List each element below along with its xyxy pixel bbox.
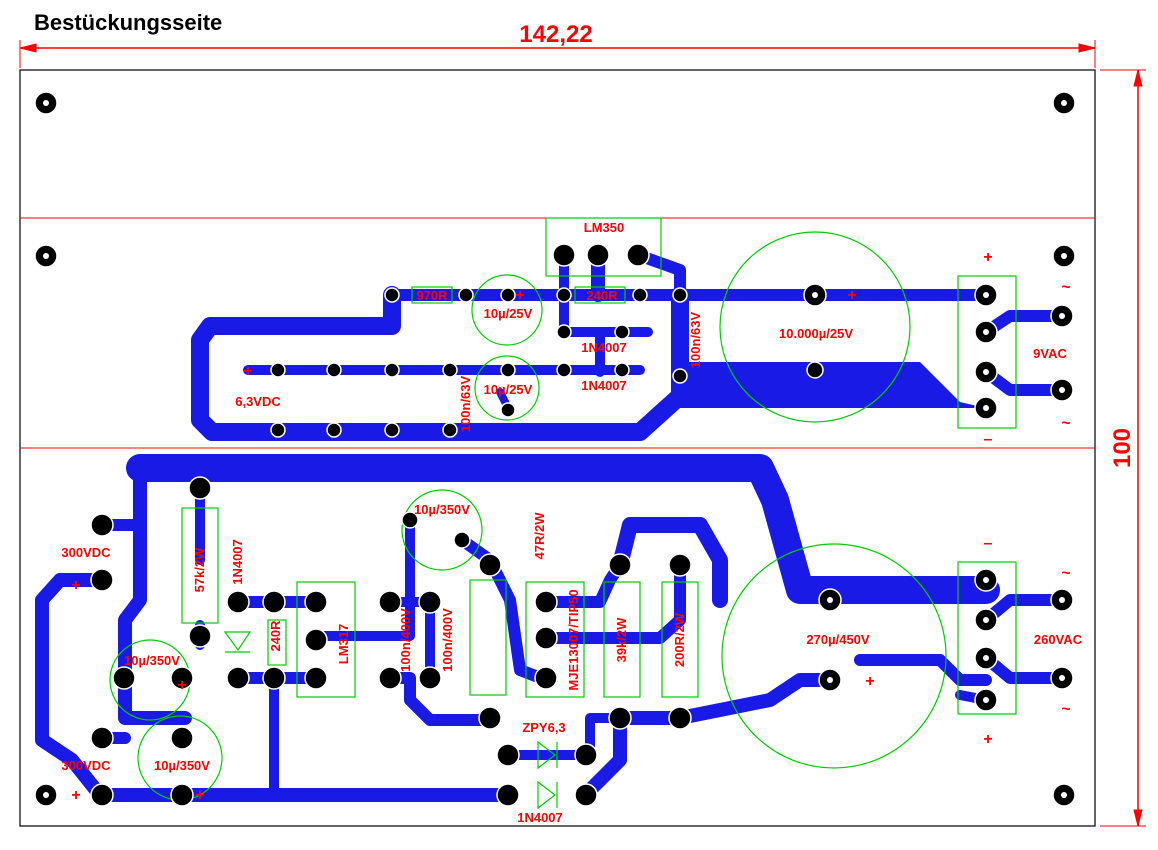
label-300vdc-b: 300VDC xyxy=(61,758,111,773)
label-lm317: LM317 xyxy=(336,624,351,664)
label-10u25v-b: 10µ/25V xyxy=(484,382,533,397)
label-1n4007-b: 1N4007 xyxy=(581,378,627,393)
tilde-mark: ~ xyxy=(1061,565,1070,582)
label-10u350v-b: 10µ/350V xyxy=(154,758,210,773)
height-dimension xyxy=(1100,69,1146,827)
label-39k2w: 39k/2W xyxy=(614,617,629,663)
label-10u25v-a: 10µ/25V xyxy=(484,306,533,321)
tilde-mark: ~ xyxy=(1061,701,1070,718)
label-47r2w: 47R/2W xyxy=(532,512,547,560)
label-57k2w: 57k/2W xyxy=(192,547,207,593)
label-zpy63: ZPY6,3 xyxy=(522,720,565,735)
label-100n400v-b: 100n/400V xyxy=(440,608,455,672)
plus-mark: + xyxy=(195,787,204,804)
label-100n63v-a: 100n/63V xyxy=(688,311,703,368)
width-label: 142,22 xyxy=(519,21,592,48)
label-970r: 970R xyxy=(416,288,448,303)
label-10u350v-a: 10µ/350V xyxy=(124,653,180,668)
plus-mark: + xyxy=(515,287,524,304)
tilde-mark: ~ xyxy=(1061,279,1070,296)
label-100n400v-a: 100n/400V xyxy=(398,608,413,672)
label-200r2w: 200R/2W xyxy=(672,612,687,667)
label-1n4007-d: 1N4007 xyxy=(517,810,563,825)
label-mje13007: MJE13007/TIP50 xyxy=(566,589,581,690)
label-63vdc: 6,3VDC xyxy=(235,394,281,409)
plus-mark: + xyxy=(243,363,252,380)
label-lm350: LM350 xyxy=(584,220,624,235)
height-label: 100 xyxy=(1109,428,1136,468)
label-100n63v-b: 100n/63V xyxy=(458,375,473,432)
label-300vdc-a: 300VDC xyxy=(61,545,111,560)
component-outlines xyxy=(109,217,1017,810)
label-10u350v-c: 10µ/350V xyxy=(414,502,470,517)
label-1n4007-a: 1N4007 xyxy=(581,340,627,355)
plus-mark: + xyxy=(71,787,80,804)
plus-mark: + xyxy=(177,677,186,694)
plus-mark: + xyxy=(847,287,856,304)
width-dimension xyxy=(19,40,1096,68)
label-10000u25v: 10.000µ/25V xyxy=(779,326,853,341)
label-240r-top: 240R xyxy=(586,288,618,303)
label-260vac: 260VAC xyxy=(1034,632,1083,647)
plus-mark: + xyxy=(71,577,80,594)
label-240r-bottom: 240R xyxy=(268,620,283,652)
minus-mark: – xyxy=(984,431,993,448)
solder-pads xyxy=(34,91,1076,807)
label-1n4007-c: 1N4007 xyxy=(230,539,245,585)
tilde-mark: ~ xyxy=(1061,415,1070,432)
pad-holes xyxy=(43,100,1067,798)
page-title: Bestückungsseite xyxy=(34,10,223,35)
label-9vac: 9VAC xyxy=(1033,346,1067,361)
minus-mark: – xyxy=(984,535,993,552)
plus-mark: + xyxy=(865,673,874,690)
plus-mark: + xyxy=(983,731,992,748)
label-270u450v: 270µ/450V xyxy=(806,632,869,647)
plus-mark: + xyxy=(983,249,992,266)
